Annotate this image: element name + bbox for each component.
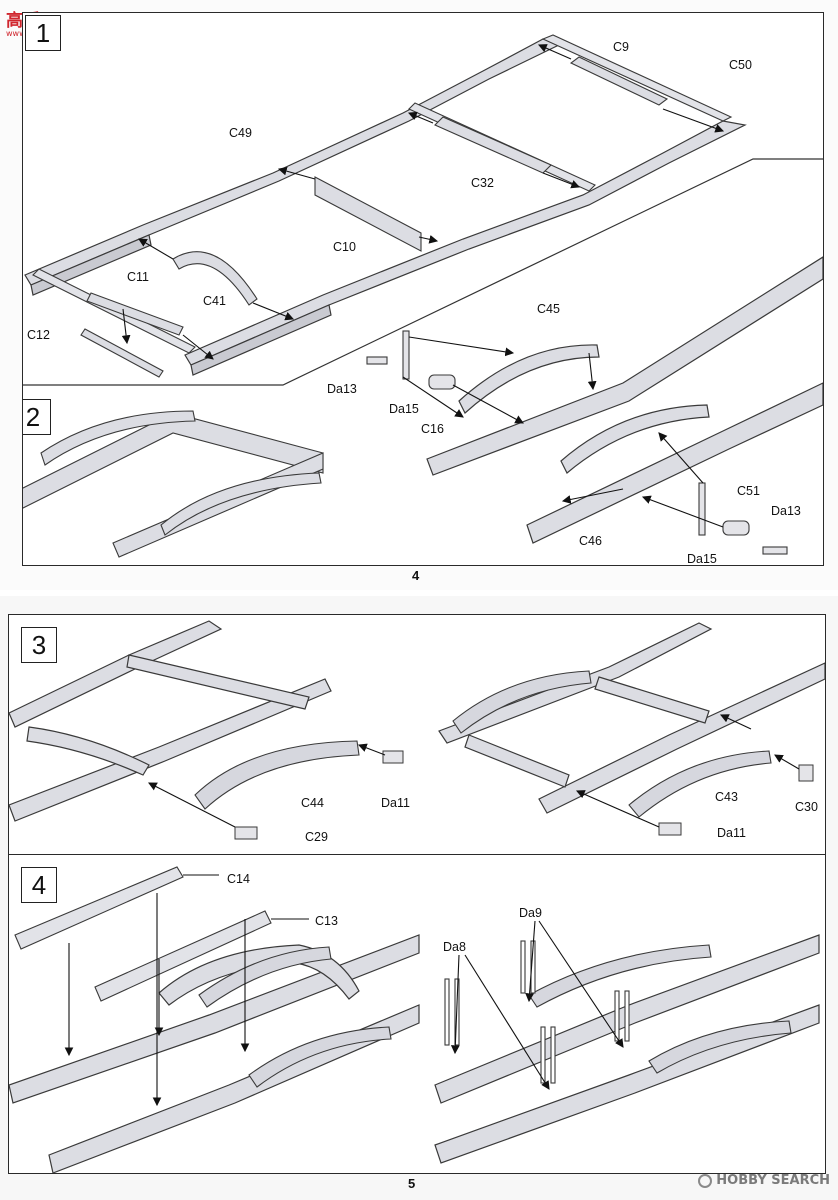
page-number-5: 5 (408, 1176, 416, 1191)
small-leaf-spring-1 (40, 410, 196, 466)
part-da9-c (614, 990, 620, 1042)
step-4-left-arrows (64, 874, 309, 1107)
page-5: 3 (0, 596, 838, 1200)
part-c10 (314, 176, 422, 252)
label-da11-a: Da11 (381, 796, 410, 810)
crossmember-rear (541, 34, 733, 122)
step-1-labels: C9 C50 C49 C32 C10 C11 C41 C12 (27, 40, 752, 342)
step-4-right-springs (528, 944, 792, 1074)
label-c9: C9 (613, 40, 629, 54)
hobby-search-logo-icon (698, 1173, 713, 1188)
label-c30: C30 (795, 800, 818, 814)
step-1-2-illustration: C9 C50 C49 C32 C10 C11 C41 C12 (23, 34, 823, 565)
label-c51: C51 (737, 484, 760, 498)
part-c12 (80, 328, 164, 378)
step-1-panel: 1 2 (22, 12, 824, 566)
step-3-number: 3 (21, 627, 57, 663)
leaf-spring-c43 (452, 670, 772, 818)
label-c10: C10 (333, 240, 356, 254)
step-4-panel: 4 (8, 854, 826, 1174)
label-c12: C12 (27, 328, 50, 342)
label-da15-b: Da15 (687, 552, 717, 565)
part-c11 (86, 292, 184, 336)
step-2-frame (426, 256, 823, 544)
part-da11-a (382, 750, 404, 764)
label-c13: C13 (315, 914, 338, 928)
part-c41 (172, 251, 258, 306)
label-da15-a: Da15 (389, 402, 419, 416)
step-4-number: 4 (21, 867, 57, 903)
step-2-small-view (23, 410, 324, 558)
part-c9 (569, 56, 669, 106)
step-1-number: 1 (25, 15, 61, 51)
label-da13-a: Da13 (327, 382, 357, 396)
step-2-arrows (402, 336, 724, 528)
step-3-arrows (148, 714, 800, 828)
label-c32: C32 (471, 176, 494, 190)
step-4-left-frame (9, 934, 420, 1173)
part-da9-d (624, 990, 630, 1042)
frame-rail-right (184, 120, 747, 376)
leaf-spring-c45 (458, 344, 600, 414)
label-c44: C44 (301, 796, 324, 810)
part-da13-b (762, 546, 788, 555)
part-c32 (434, 116, 552, 174)
part-da13-a (366, 356, 388, 365)
label-c29: C29 (305, 830, 328, 844)
label-da11-b: Da11 (717, 826, 746, 840)
step-4-right-arrows (450, 920, 624, 1090)
label-da13-b: Da13 (771, 504, 801, 518)
label-da8: Da8 (443, 940, 466, 954)
step-3-left-frame (9, 620, 332, 822)
part-c30 (798, 764, 814, 782)
credit-text: HOBBY SEARCH (716, 1173, 830, 1188)
label-c50: C50 (729, 58, 752, 72)
part-c51 (722, 520, 750, 536)
step-3-panel: 3 (8, 614, 826, 856)
step-3-illustration: C44 Da11 C29 C43 C30 Da11 (9, 620, 825, 844)
part-c13 (94, 910, 272, 1002)
part-da15-a (402, 330, 410, 380)
step-2-labels: C45 Da13 Da15 C16 C51 Da13 C46 Da15 (327, 302, 801, 565)
step-3-right-frame (438, 622, 825, 814)
part-da11-b (658, 822, 682, 836)
leaf-spring-c44 (194, 740, 360, 810)
label-c49: C49 (229, 126, 252, 140)
label-c14: C14 (227, 872, 250, 886)
step-divider (23, 158, 823, 386)
step-2-small-parts (366, 330, 788, 555)
step-4-left-springs (198, 946, 392, 1088)
small-leaf-spring-2 (160, 472, 322, 536)
label-c43: C43 (715, 790, 738, 804)
part-c16 (428, 374, 456, 390)
label-c41: C41 (203, 294, 226, 308)
page-4: 高手网 www.gaoshou.com 1 2 (0, 0, 838, 590)
part-da15-b (698, 482, 706, 536)
part-da8-a (444, 978, 450, 1046)
assembly-arrows (121, 44, 725, 360)
label-da9: Da9 (519, 906, 542, 920)
part-da9-a (520, 940, 526, 994)
part-c29 (234, 826, 258, 840)
step-2-number: 2 (23, 399, 51, 435)
step-3-labels: C44 Da11 C29 C43 C30 Da11 (301, 790, 818, 844)
label-c45: C45 (537, 302, 560, 316)
page-number-4: 4 (412, 568, 420, 583)
label-c11: C11 (127, 270, 149, 284)
part-c14 (14, 866, 184, 950)
step-4-labels: C14 C13 Da9 Da8 (227, 872, 542, 954)
leaf-spring-c46 (560, 404, 710, 474)
label-c46: C46 (579, 534, 602, 548)
part-da8-c (540, 1026, 546, 1084)
hobby-search-credit: HOBBY SEARCH (698, 1173, 830, 1188)
step-4-illustration: C14 C13 Da9 Da8 (9, 866, 820, 1173)
frame-rail-left (24, 38, 565, 296)
part-da8-d (550, 1026, 556, 1084)
label-c16: C16 (421, 422, 444, 436)
